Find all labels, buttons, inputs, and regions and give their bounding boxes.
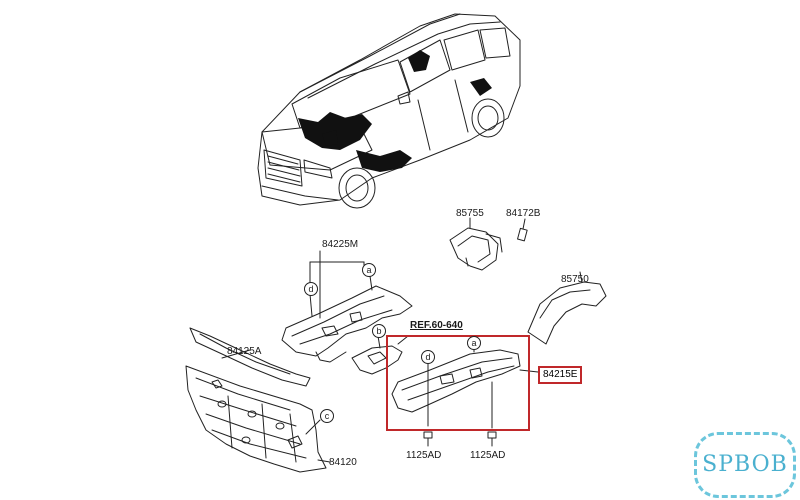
watermark-logo: SPBOB — [694, 432, 796, 498]
label-1125AD-left: 1125AD — [406, 450, 442, 461]
part-84125A-shape — [189, 327, 311, 387]
callout-c: c — [320, 409, 334, 423]
insulation-highlight-areas — [298, 50, 492, 172]
callout-d-top: d — [304, 282, 318, 296]
part-84120-shape — [185, 365, 331, 473]
label-84125A: 84125A — [227, 346, 262, 357]
vehicle-illustration — [257, 13, 521, 209]
label-85750: 85750 — [561, 274, 589, 285]
ref-label: REF.60-640 — [410, 320, 463, 331]
part-84225M-shape — [281, 250, 413, 363]
callout-b: b — [372, 324, 386, 338]
part-84172B-shape — [517, 218, 528, 242]
label-1125AD-right: 1125AD — [470, 450, 506, 461]
label-84172B: 84172B — [506, 208, 541, 219]
highlight-frame — [386, 335, 530, 431]
label-85755: 85755 — [456, 208, 484, 219]
callout-d-box: d — [421, 350, 435, 364]
part-85755-shape — [449, 217, 503, 271]
callout-a-box: a — [467, 336, 481, 350]
callout-a-top: a — [362, 263, 376, 277]
label-84215E: 84215E — [538, 366, 583, 384]
watermark-text: SPBOB — [702, 452, 788, 477]
label-84120: 84120 — [329, 457, 357, 468]
part-85750-shape — [527, 271, 607, 345]
label-84225M: 84225M — [322, 239, 359, 250]
ref-bracket-shape — [351, 335, 409, 375]
